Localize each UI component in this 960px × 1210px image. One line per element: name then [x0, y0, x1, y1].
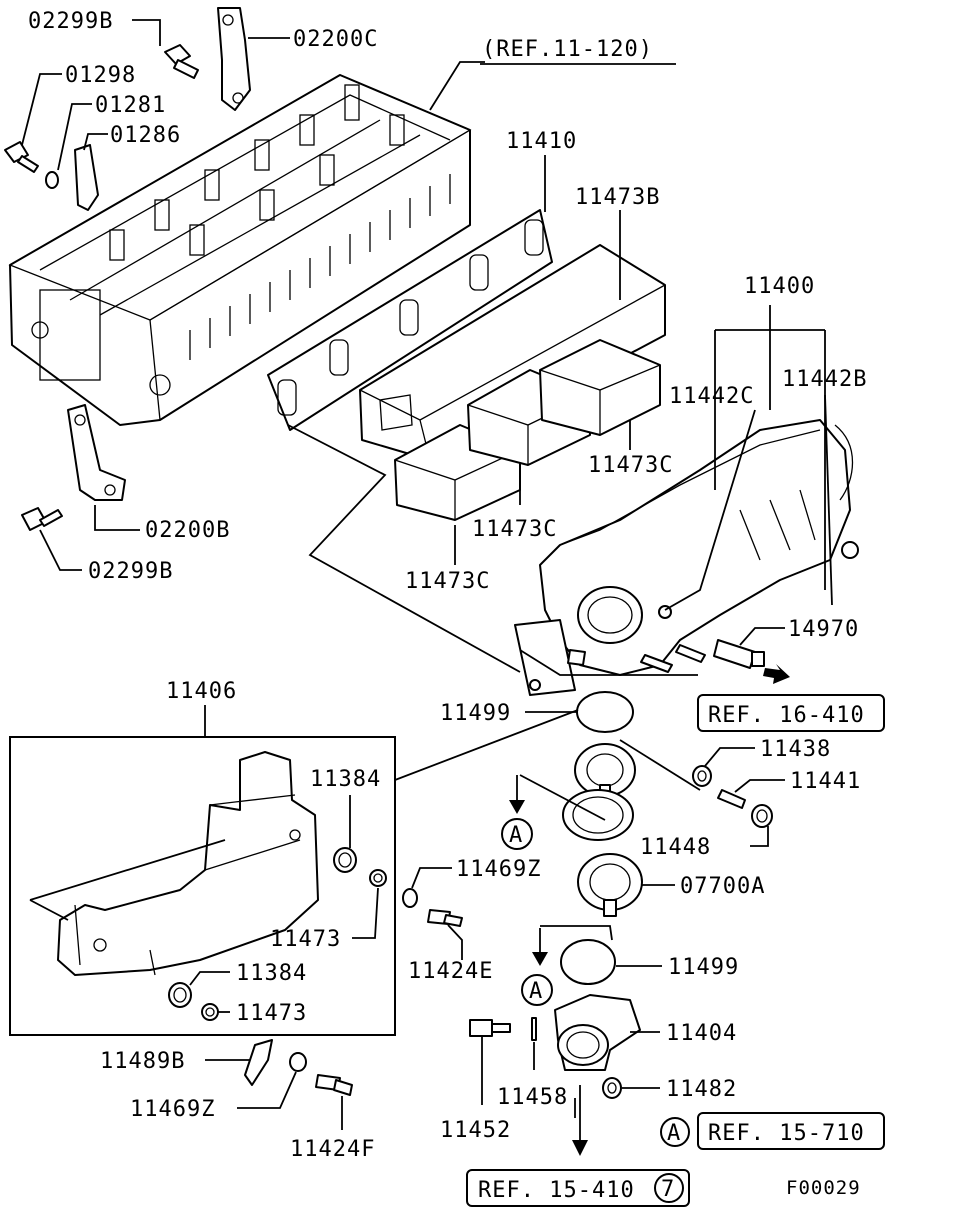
marker-a-upper: A: [501, 775, 533, 850]
part-label: 11473C: [472, 517, 557, 542]
part-label: 11473C: [588, 453, 673, 478]
part-label: 11458: [497, 1085, 568, 1110]
marker-a-text: A: [529, 979, 543, 1004]
ref-text: REF. 16-410: [708, 703, 865, 728]
washer-11469z-bottom: [289, 1052, 307, 1072]
part-label: 11489B: [100, 1049, 185, 1074]
part-label: 11410: [506, 129, 577, 154]
ref-text: REF. 15-710: [708, 1121, 865, 1146]
arrow-ref-16-410: [763, 664, 790, 684]
washer-11469z-top: [402, 888, 418, 908]
heat-shield-11473b: [359, 244, 666, 461]
part-label: 11473B: [575, 185, 660, 210]
studs-manifold: [567, 605, 706, 673]
assembly-box-11406: [9, 736, 396, 1036]
part-label: 11482: [666, 1077, 737, 1102]
housing-11404: [554, 994, 641, 1071]
ref-box-15-710: REF. 15-710: [697, 1112, 885, 1150]
marker-a-ref: A: [660, 1117, 690, 1147]
part-label: 11400: [744, 274, 815, 299]
part-label: 11448: [640, 835, 711, 860]
part-label: 11424E: [408, 959, 493, 984]
marker-seven-text: 7: [661, 1177, 675, 1202]
part-label: 11406: [166, 679, 237, 704]
bolt-11424f: [315, 1074, 353, 1096]
part-label: 11438: [760, 737, 831, 762]
part-label: 11384: [236, 961, 307, 986]
part-label: 14970: [788, 617, 859, 642]
part-label: 11442C: [669, 384, 754, 409]
part-label: 11499: [668, 955, 739, 980]
part-label: 01281: [95, 93, 166, 118]
exhaust-manifold-11400: [514, 419, 859, 696]
part-label: 11424F: [290, 1137, 375, 1162]
valve-upper: [562, 743, 636, 841]
part-label: 11473C: [405, 569, 490, 594]
part-label: 01298: [65, 63, 136, 88]
part-label: 11473: [270, 927, 341, 952]
marker-a-lower: A: [521, 928, 553, 1006]
bracket-11489b: [244, 1039, 273, 1086]
bracket-02200b: [67, 404, 126, 501]
part-label: 11452: [440, 1118, 511, 1143]
nut-11438: [692, 765, 712, 787]
bolt-02299b-bottom: [21, 507, 63, 531]
figure-id: F00029: [786, 1177, 861, 1199]
nut-11384-bottom: [168, 982, 192, 1008]
ref-11-120-text: (REF.11-120): [482, 37, 653, 62]
ref-box-15-410: REF. 15-410 7: [466, 1169, 690, 1207]
stud-11441: [717, 789, 746, 809]
bolt-01298: [4, 141, 39, 173]
gasket-11499-top: [576, 691, 634, 733]
marker-a-text: A: [509, 823, 523, 848]
part-label: 11469Z: [130, 1097, 215, 1122]
actuator-07700a: [577, 853, 643, 917]
arrow-down-ref-15-410: [572, 1085, 588, 1156]
sensor-14970: [713, 639, 765, 669]
bracket-01286: [74, 144, 99, 211]
gasket-11410: [267, 209, 553, 431]
nut-11448: [751, 804, 773, 828]
part-label: 11499: [440, 701, 511, 726]
part-label: 11404: [666, 1021, 737, 1046]
bolt-11473-bottom: [201, 1003, 219, 1021]
part-label: 11442B: [782, 367, 867, 392]
gasket-11499-bottom: [560, 939, 616, 985]
part-label: 07700A: [680, 874, 765, 899]
bolt-11473-top: [369, 869, 387, 887]
part-label: 11473: [236, 1001, 307, 1026]
bolt-02299b-top: [164, 44, 199, 79]
part-label: 02299B: [28, 9, 113, 34]
heat-shield-11473c: [394, 339, 661, 521]
marker-a-text: A: [667, 1121, 681, 1146]
ref-box-16-410: REF. 16-410: [697, 694, 885, 732]
part-label: 02299B: [88, 559, 173, 584]
ref-text: REF. 15-410: [478, 1178, 635, 1203]
part-label: 11469Z: [456, 857, 541, 882]
nut-11482: [602, 1077, 622, 1099]
washer-01281: [45, 171, 59, 189]
part-labels: 02299B 02200C 01298 01281 01286 11410 11…: [28, 9, 867, 1162]
part-label: 01286: [110, 123, 181, 148]
part-label: 02200C: [293, 27, 378, 52]
bracket-02200c: [217, 7, 251, 111]
nut-11384-top: [333, 847, 357, 873]
bolt-11424e: [427, 909, 463, 927]
leader-lines: [21, 19, 833, 1130]
part-label: 02200B: [145, 518, 230, 543]
cylinder-head: [8, 74, 472, 426]
pin-11458: [531, 1017, 537, 1041]
part-label: 11441: [790, 769, 861, 794]
sensor-11452: [469, 1019, 511, 1037]
part-label: 11384: [310, 767, 381, 792]
